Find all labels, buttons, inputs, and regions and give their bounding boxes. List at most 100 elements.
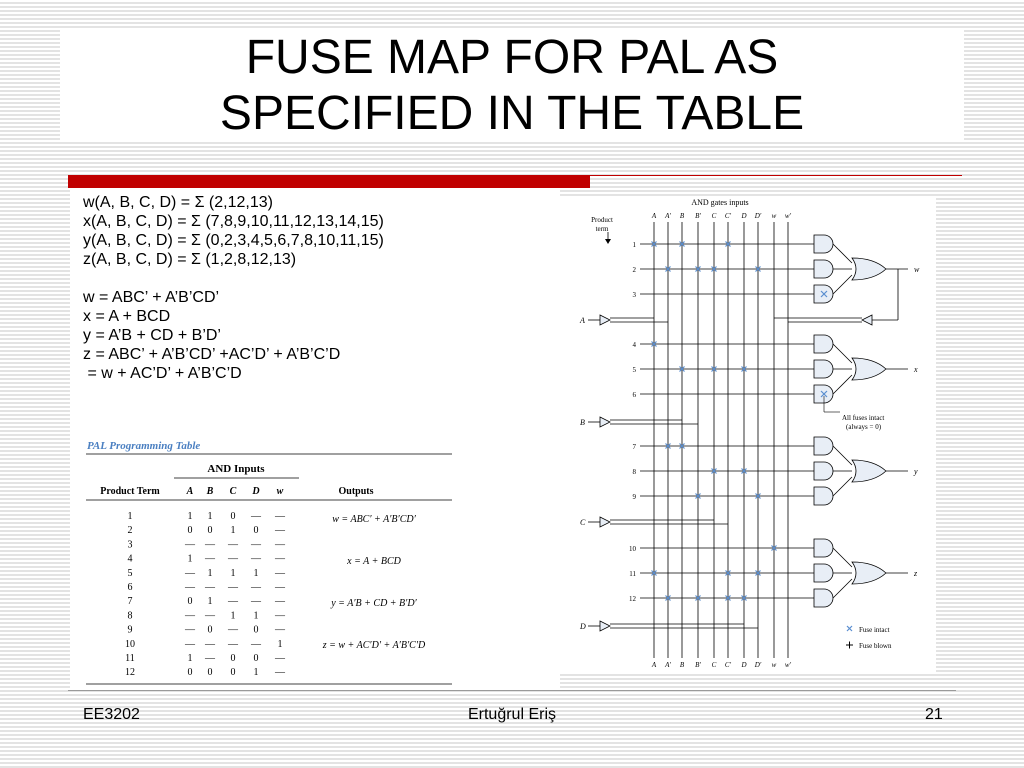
table-header-4: D <box>251 486 259 497</box>
table-cell: — <box>274 525 286 536</box>
slide-title: FUSE MAP FOR PAL AS SPECIFIED IN THE TAB… <box>60 30 964 142</box>
table-cell: — <box>204 582 216 593</box>
table-cell: 0 <box>231 667 236 678</box>
diagram-input-label: C <box>580 518 586 527</box>
product-term-label-2: term <box>596 225 609 233</box>
title-line-2: SPECIFIED IN THE TABLE <box>219 87 805 140</box>
table-cell: — <box>274 568 286 579</box>
table-header-5: w <box>277 486 284 497</box>
and-gate <box>813 359 834 379</box>
table-output-1: x = A + BCD <box>346 556 401 567</box>
table-cell: — <box>274 610 286 621</box>
input-buffer <box>599 620 611 632</box>
footer-divider <box>68 690 956 691</box>
table-cell: 0 <box>231 511 236 522</box>
table-cell: — <box>274 653 286 664</box>
table-cell: 7 <box>128 596 133 607</box>
or-gate <box>851 257 887 281</box>
diagram-term-number: 2 <box>633 266 637 274</box>
and-gate <box>813 259 834 279</box>
table-cell: 5 <box>128 568 133 579</box>
table-cell: 1 <box>208 511 213 522</box>
pal-programming-table: PAL Programming Table AND Inputs Product… <box>84 436 456 690</box>
table-cell: 1 <box>208 568 213 579</box>
table-cell: — <box>204 653 216 664</box>
table-cell: — <box>204 539 216 550</box>
function-z: z(A, B, C, D) = Σ (1,2,8,12,13) <box>83 251 297 268</box>
and-gate <box>813 563 834 583</box>
diagram-column-label-bottom: C′ <box>725 661 732 669</box>
footer-page-number: 21 <box>925 706 943 723</box>
table-cell: 1 <box>254 568 259 579</box>
and-gate <box>813 588 834 608</box>
diagram-term-number: 5 <box>633 366 637 374</box>
diagram-term-number: 4 <box>633 341 637 349</box>
table-cell: — <box>250 596 262 607</box>
table-cell: 1 <box>188 554 193 565</box>
table-cell: — <box>250 639 262 650</box>
table-header-0: Product Term <box>100 486 160 497</box>
table-cell: 0 <box>188 667 193 678</box>
table-cell: — <box>227 539 239 550</box>
simplified-x: x = A + BCD <box>83 308 171 325</box>
legend-fuse-blown: Fuse blown <box>859 642 892 650</box>
table-cell: 1 <box>128 511 133 522</box>
table-cell: 12 <box>125 667 135 678</box>
table-cell: 0 <box>188 596 193 607</box>
diagram-output-label: x <box>913 365 918 374</box>
table-header-3: C <box>230 486 237 497</box>
table-cell: 1 <box>278 639 283 650</box>
table-cell: — <box>184 610 196 621</box>
input-buffer <box>599 314 611 326</box>
or-gate <box>851 561 887 585</box>
simplified-y: y = A’B + CD + B’D’ <box>83 327 221 344</box>
table-cell: — <box>227 596 239 607</box>
legend-fuse-intact: Fuse intact <box>859 626 890 634</box>
and-gate <box>813 334 834 354</box>
diagram-column-label: w <box>772 212 777 220</box>
table-cell: 0 <box>188 525 193 536</box>
table-cell: 0 <box>254 525 259 536</box>
diagram-input-label: B <box>580 418 585 427</box>
title-line-1: FUSE MAP FOR PAL AS <box>245 31 779 84</box>
diagram-term-number: 6 <box>633 391 637 399</box>
table-cell: 1 <box>208 596 213 607</box>
diagram-column-label: C <box>712 212 717 220</box>
footer-course: EE3202 <box>83 706 140 723</box>
table-cell: 8 <box>128 610 133 621</box>
table-cell: 10 <box>125 639 135 650</box>
diagram-column-label: A <box>651 212 657 220</box>
equation-list: w(A, B, C, D) = Σ (2,12,13) x(A, B, C, D… <box>83 193 384 383</box>
and-gate <box>813 234 834 254</box>
table-cell: — <box>250 539 262 550</box>
table-group-header: AND Inputs <box>207 463 265 475</box>
table-cell: — <box>250 582 262 593</box>
diagram-column-label-bottom: C <box>712 661 717 669</box>
table-cell: — <box>274 625 286 636</box>
table-cell: 0 <box>254 625 259 636</box>
diagram-column-label: w′ <box>785 212 792 220</box>
table-output-3: z = w + AC′D′ + A′B′C′D <box>322 640 426 651</box>
diagram-column-label-bottom: w <box>772 661 777 669</box>
table-cell: 11 <box>125 653 135 664</box>
diagram-column-label: B <box>680 212 685 220</box>
diagram-term-number: 3 <box>633 291 637 299</box>
note-line-1: All fuses intact <box>842 414 884 422</box>
table-cell: 0 <box>254 653 259 664</box>
diagram-column-label-bottom: B′ <box>695 661 701 669</box>
input-buffer <box>599 516 611 528</box>
diagram-column-label-bottom: A′ <box>664 661 671 669</box>
table-cell: — <box>250 554 262 565</box>
diagram-output-label: z <box>913 569 918 578</box>
table-cell: 3 <box>128 539 133 550</box>
table-cell: 1 <box>188 511 193 522</box>
input-buffer <box>599 416 611 428</box>
note-line-2: (always = 0) <box>846 423 882 431</box>
table-cell: 1 <box>188 653 193 664</box>
table-cell: — <box>184 639 196 650</box>
diagram-term-number: 9 <box>633 493 637 501</box>
